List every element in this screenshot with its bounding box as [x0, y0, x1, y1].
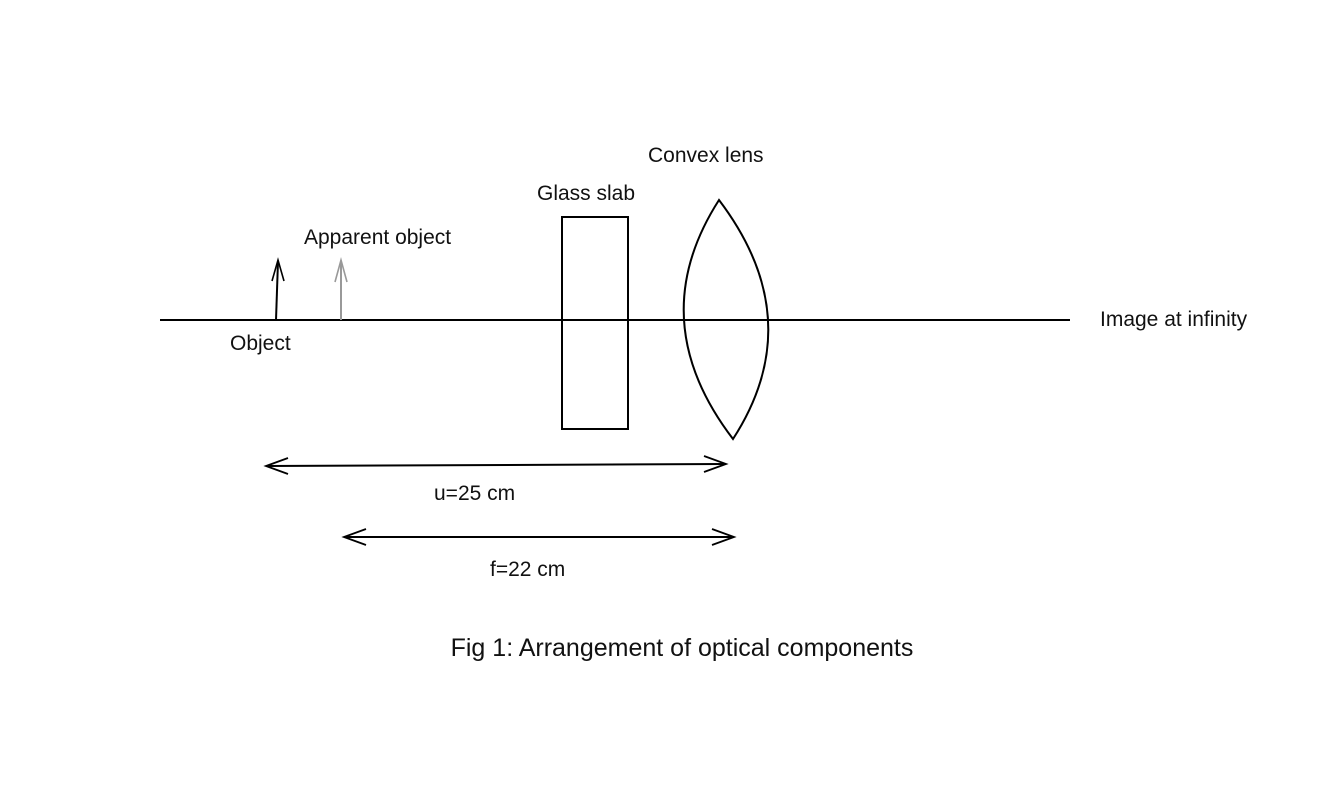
u-dimension-arrow — [263, 455, 729, 475]
convex-lens — [682, 198, 770, 441]
object-arrow — [271, 257, 285, 321]
f-dimension-arrow — [341, 528, 737, 546]
label-glass-slab: Glass slab — [537, 182, 635, 205]
apparent-object-arrow — [334, 256, 348, 320]
figure-caption: Fig 1: Arrangement of optical components — [451, 634, 914, 662]
label-object: Object — [230, 332, 291, 355]
label-f-dimension: f=22 cm — [490, 558, 565, 581]
label-apparent-object: Apparent object — [304, 226, 451, 249]
label-image-at-infinity: Image at infinity — [1100, 308, 1248, 331]
label-u-dimension: u=25 cm — [434, 482, 515, 505]
label-convex-lens: Convex lens — [648, 144, 764, 167]
glass-slab — [561, 216, 629, 430]
